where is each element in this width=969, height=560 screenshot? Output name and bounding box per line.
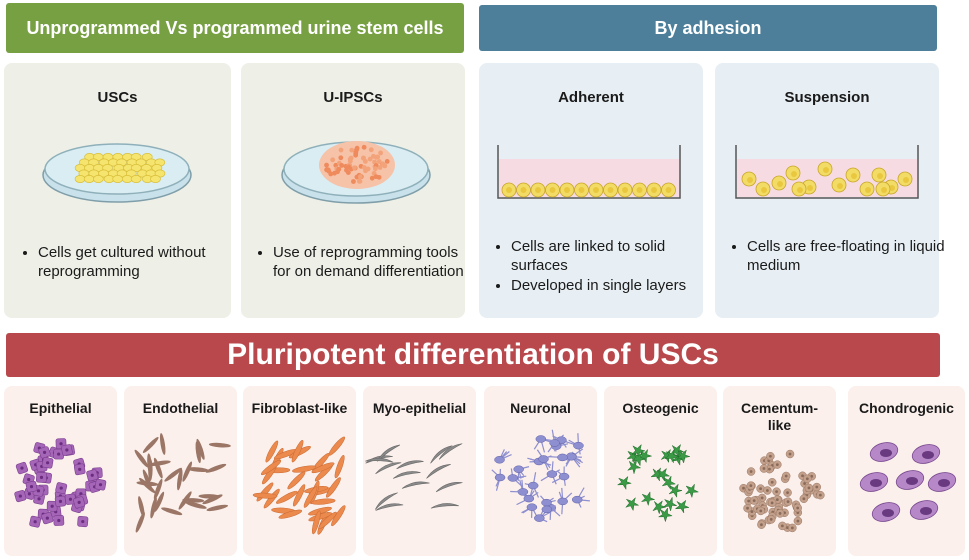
cell-type-epithelial: Epithelial [4, 386, 117, 556]
osteogenic-cells-icon [616, 443, 700, 523]
epithelial-cells-icon [14, 438, 107, 528]
chondrogenic-cells-icon [859, 442, 957, 522]
cell-type-label: Myo-epithelial [372, 400, 467, 416]
cell-type-cementum: Cementum-like [723, 386, 836, 556]
cell-type-endothelial: Endothelial [124, 386, 237, 556]
uscs-bullet: Cells get cultured without reprogramming [38, 243, 243, 281]
uscs-title: USCs [97, 89, 138, 106]
cell-type-osteogenic: Osteogenic [604, 386, 717, 556]
cell-type-chondrogenic: Chondrogenic [848, 386, 965, 556]
cell-type-myoepithelial: Myo-epithelial [363, 386, 476, 556]
cell-type-label: Neuronal [510, 400, 571, 416]
adherent-title: Adherent [558, 89, 624, 106]
adherent-bullets: Cells are linked to solid surfaces Devel… [491, 237, 716, 296]
uipscs-bullet: Use of reprogramming tools for on demand… [273, 243, 473, 281]
adherent-bullet-1: Cells are linked to solid surfaces [511, 237, 716, 275]
uscs-panel: USCs Cells get cultured without reprogra… [4, 63, 231, 318]
suspension-title: Suspension [784, 89, 870, 106]
cell-type-label: Fibroblast-like [251, 400, 348, 416]
endothelial-cells-icon [134, 433, 231, 533]
by-adhesion-banner: By adhesion [479, 5, 937, 51]
uipscs-bullets: Use of reprogramming tools for on demand… [253, 243, 473, 282]
cell-type-fibroblast: Fibroblast-like [243, 386, 356, 556]
adherent-culture-icon [497, 145, 681, 199]
cell-type-neuronal: Neuronal [484, 386, 597, 556]
unprogrammed-vs-programmed-banner: Unprogrammed Vs programmed urine stem ce… [6, 3, 464, 53]
uipscs-panel: U-IPSCs Use of reprogramming tools for o… [241, 63, 465, 318]
suspension-bullets: Cells are free-floating in liquid medium [727, 237, 947, 276]
suspension-bullet: Cells are free-floating in liquid medium [747, 237, 947, 275]
cell-type-label: Endothelial [142, 400, 219, 416]
neuronal-cells-icon [491, 429, 590, 523]
cell-type-label: Chondrogenic [859, 400, 954, 416]
adherent-panel: Adherent Cells are linked to solid surfa… [479, 63, 703, 318]
cell-type-label: Epithelial [29, 400, 92, 416]
uipscs-title: U-IPSCs [323, 89, 383, 106]
petri-dish-unprogrammed-icon [42, 143, 192, 203]
fibroblast-cells-icon [252, 436, 346, 535]
uscs-bullets: Cells get cultured without reprogramming [18, 243, 243, 282]
adherent-bullet-2: Developed in single layers [511, 276, 716, 295]
cell-type-label: Osteogenic [622, 400, 699, 416]
petri-dish-reprogrammed-icon [281, 141, 431, 204]
cementum-cells-icon [739, 449, 825, 533]
suspension-culture-icon [735, 145, 919, 199]
pluripotent-differentiation-banner: Pluripotent differentiation of USCs [6, 333, 940, 377]
myoepithelial-cells-icon [365, 443, 463, 511]
cell-type-label: Cementum-like [740, 400, 818, 433]
suspension-panel: Suspension Cells are free-floating in li… [715, 63, 945, 318]
